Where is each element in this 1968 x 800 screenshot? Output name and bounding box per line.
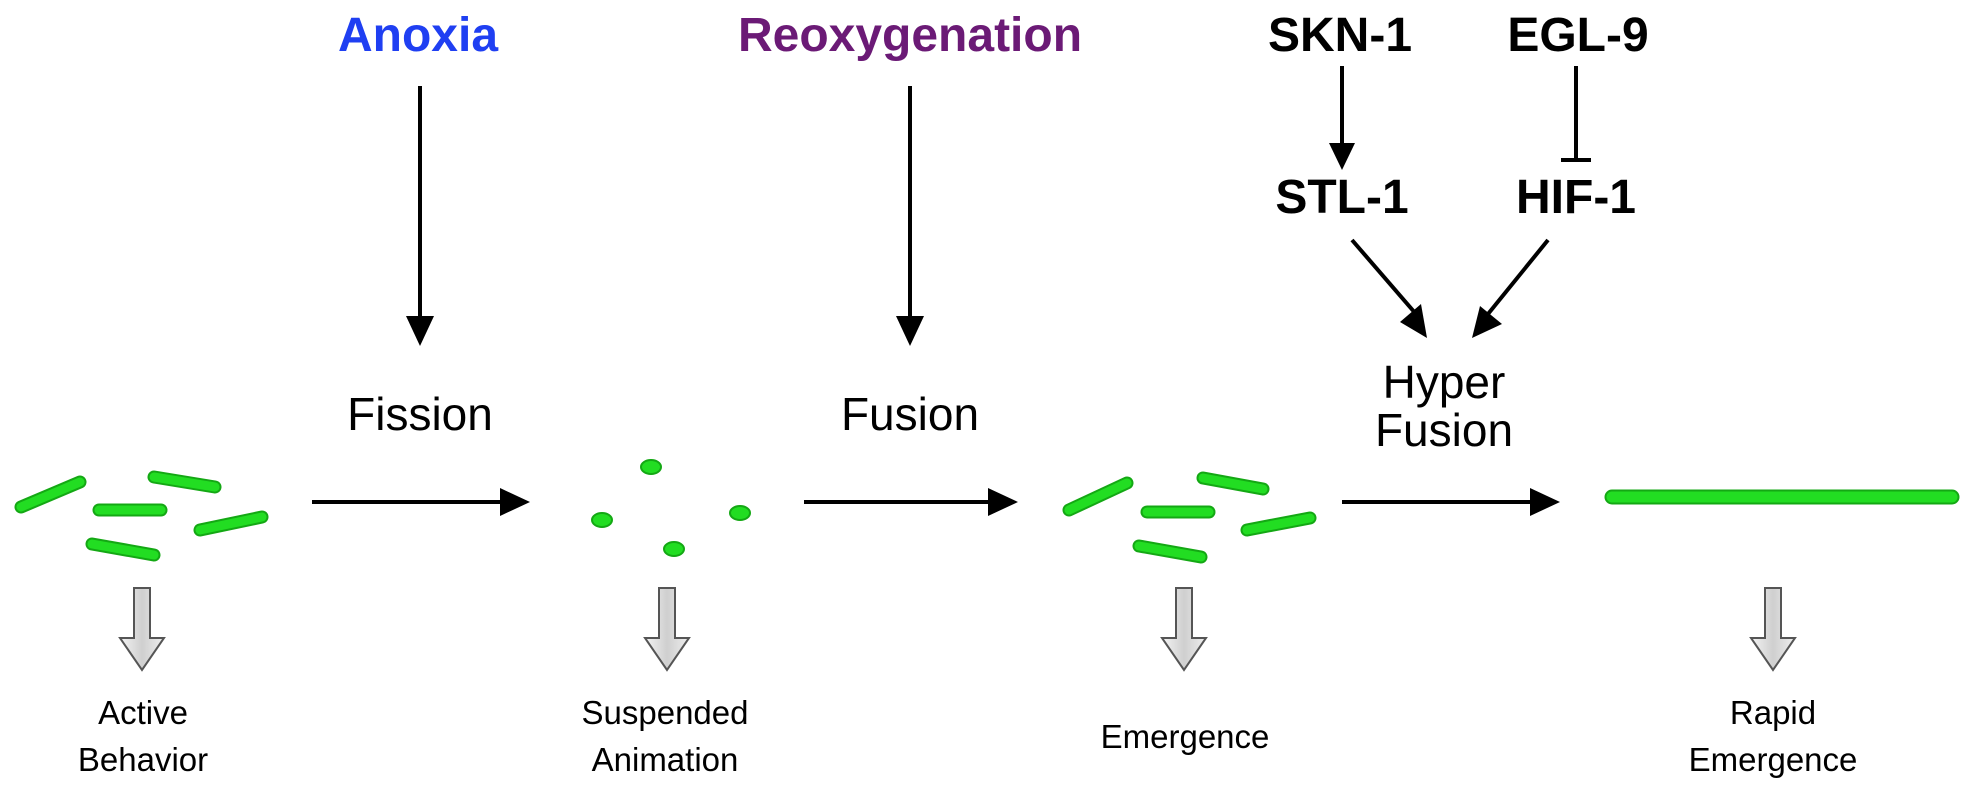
progression-arrow-2 [804, 488, 1018, 516]
outcome-active-line1: Active [98, 694, 188, 731]
outcome-rapid-line2: Emergence [1688, 741, 1858, 778]
egl9-inhibits-hif1 [1561, 66, 1591, 162]
mitochondria-tubular-2-fill [1064, 473, 1315, 562]
stl1-label: STL-1 [1275, 171, 1409, 224]
hif1-label: HIF-1 [1516, 171, 1636, 224]
outcome-suspended-animation: Suspended Animation [582, 689, 749, 783]
reoxygenation-label: Reoxygenation [737, 9, 1083, 62]
skn1-to-stl1-arrow [1329, 66, 1355, 170]
reoxygenation-arrow [896, 86, 924, 346]
progression-arrow-1 [312, 488, 530, 516]
outcome-rapid-emergence: Rapid Emergence [1689, 689, 1858, 783]
fusion-label: Fusion [840, 388, 980, 440]
outcome-active-line2: Behavior [77, 741, 209, 778]
anoxia-arrow [406, 86, 434, 346]
down-block-arrow-icon [118, 587, 166, 672]
hyper-fusion-label: Hyper Fusion [1375, 358, 1513, 454]
fission-label: Fission [347, 388, 493, 440]
outcome-emergence: Emergence [1100, 718, 1270, 755]
down-block-arrow-icon [643, 587, 691, 672]
mitochondria-tubular-1-fill [16, 472, 267, 560]
anoxia-label: Anoxia [337, 9, 499, 62]
mitochondria-fragmented [591, 459, 751, 557]
egl9-label: EGL-9 [1507, 9, 1649, 62]
outcome-suspended-line2: Animation [591, 741, 739, 778]
hyper-fusion-line1: Hyper [1382, 356, 1506, 408]
down-block-arrow-icon [1749, 587, 1797, 672]
outcome-active-behavior: Active Behavior [78, 689, 208, 783]
progression-arrow-3 [1342, 488, 1560, 516]
hyper-fusion-line2: Fusion [1374, 404, 1514, 456]
stl1-to-hyperfusion-arrow [1350, 238, 1427, 338]
hif1-to-hyperfusion-arrow [1472, 238, 1550, 338]
outcome-suspended-line1: Suspended [581, 694, 749, 731]
down-block-arrow-icon [1160, 587, 1208, 672]
skn1-label: SKN-1 [1267, 9, 1413, 62]
outcome-rapid-line1: Rapid [1729, 694, 1817, 731]
